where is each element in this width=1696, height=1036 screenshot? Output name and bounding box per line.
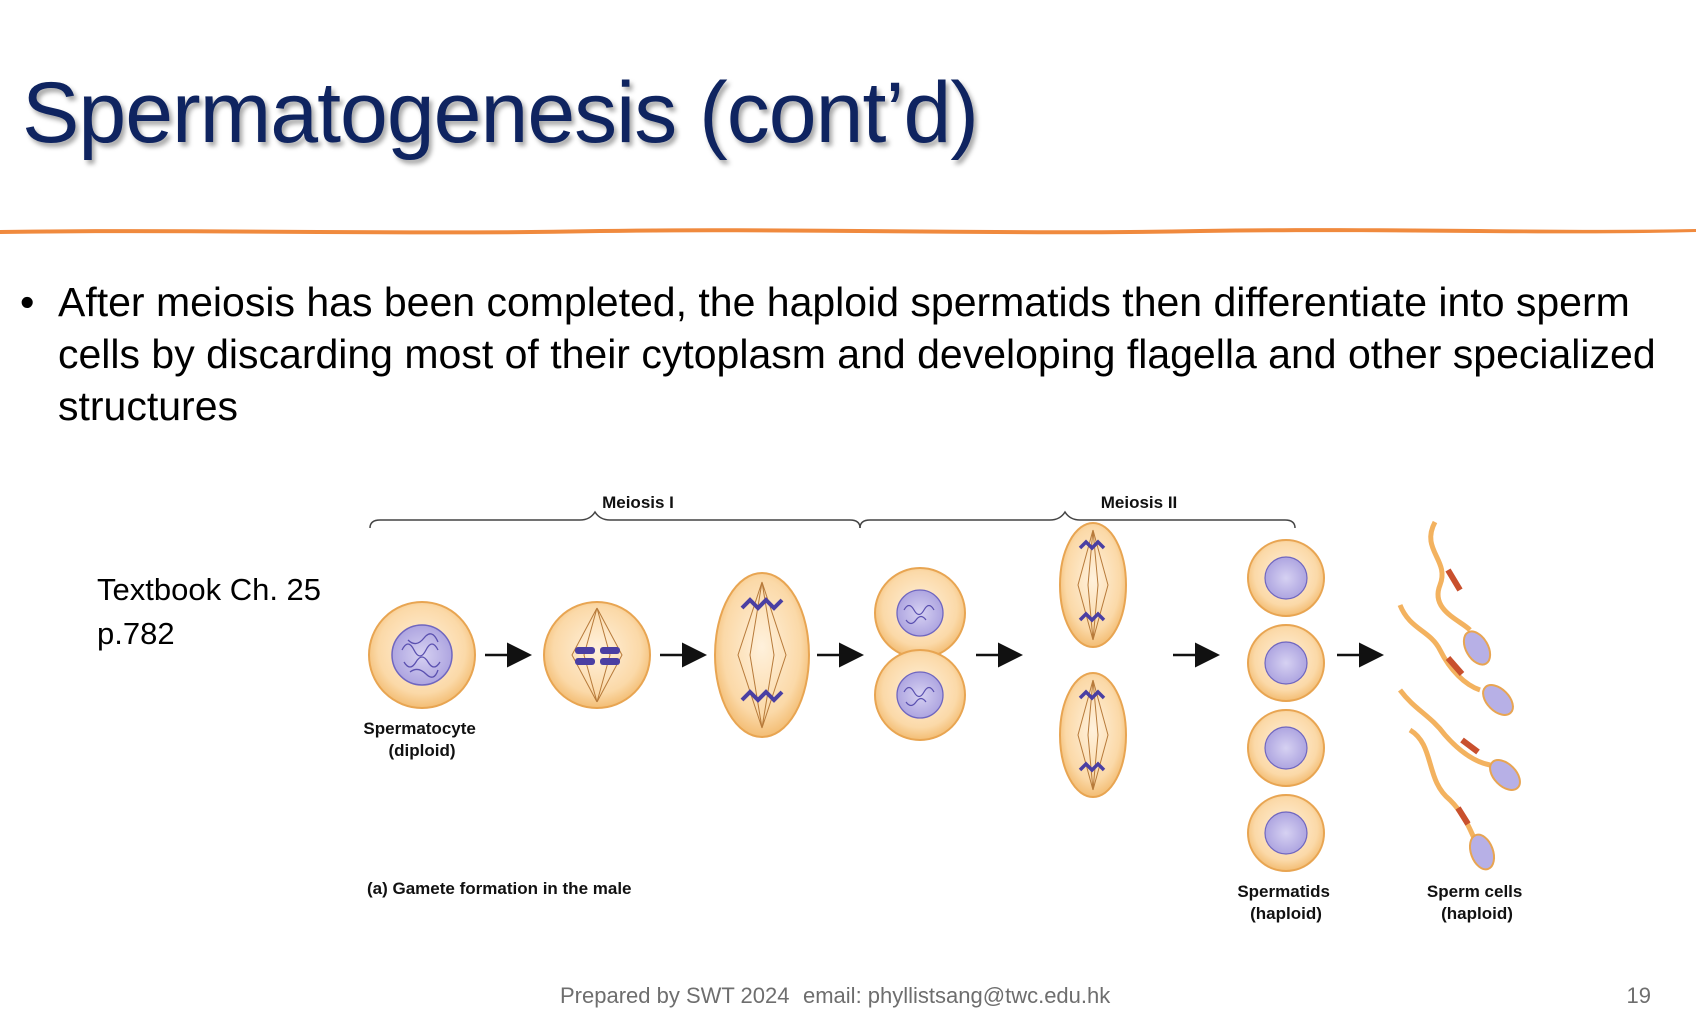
spermatocyte-cell [368, 601, 476, 709]
sperm-cells [1397, 520, 1521, 871]
meiosis-one-label: Meiosis I [602, 493, 674, 512]
textbook-page: p.782 [97, 616, 175, 651]
bullet-item: • After meiosis has been completed, the … [20, 276, 1670, 432]
meiosis-two-brace [859, 510, 1296, 529]
footer-prepared-by: Prepared by SWT 2024 [560, 983, 790, 1008]
bullet-dot: • [20, 279, 35, 325]
meiosis-two-label: Meiosis II [1101, 493, 1178, 512]
page-number: 19 [1626, 983, 1651, 1008]
gamete-formation-figure: Meiosis I Meiosis II [363, 493, 1527, 923]
spermatocyte-label: Spermatocyte (diploid) [363, 719, 480, 760]
sperm-cells-label: Sperm cells (haploid) [1427, 882, 1527, 923]
figure-caption: (a) Gamete formation in the male [367, 879, 632, 898]
slide-title: Spermatogenesis (cont’d) [22, 65, 979, 161]
footer-email: email: phyllistsang@twc.edu.hk [803, 983, 1111, 1008]
textbook-chapter: Textbook Ch. 25 [97, 572, 322, 607]
meiosis-one-brace [369, 510, 861, 529]
orange-divider-line [0, 228, 1696, 235]
spermatid-cells [1247, 539, 1325, 872]
textbook-reference: Textbook Ch. 25 p.782 [97, 568, 321, 656]
secondary-spermatocytes [874, 567, 966, 741]
meiosis-two-dividing-cells [1059, 522, 1127, 798]
meiosis-one-metaphase-cell [543, 601, 651, 709]
bullet-text: After meiosis has been completed, the ha… [58, 279, 1656, 429]
bullet-list: • After meiosis has been completed, the … [20, 276, 1670, 432]
spermatids-label: Spermatids (haploid) [1237, 882, 1334, 923]
meiosis-one-anaphase-cell [714, 572, 810, 738]
